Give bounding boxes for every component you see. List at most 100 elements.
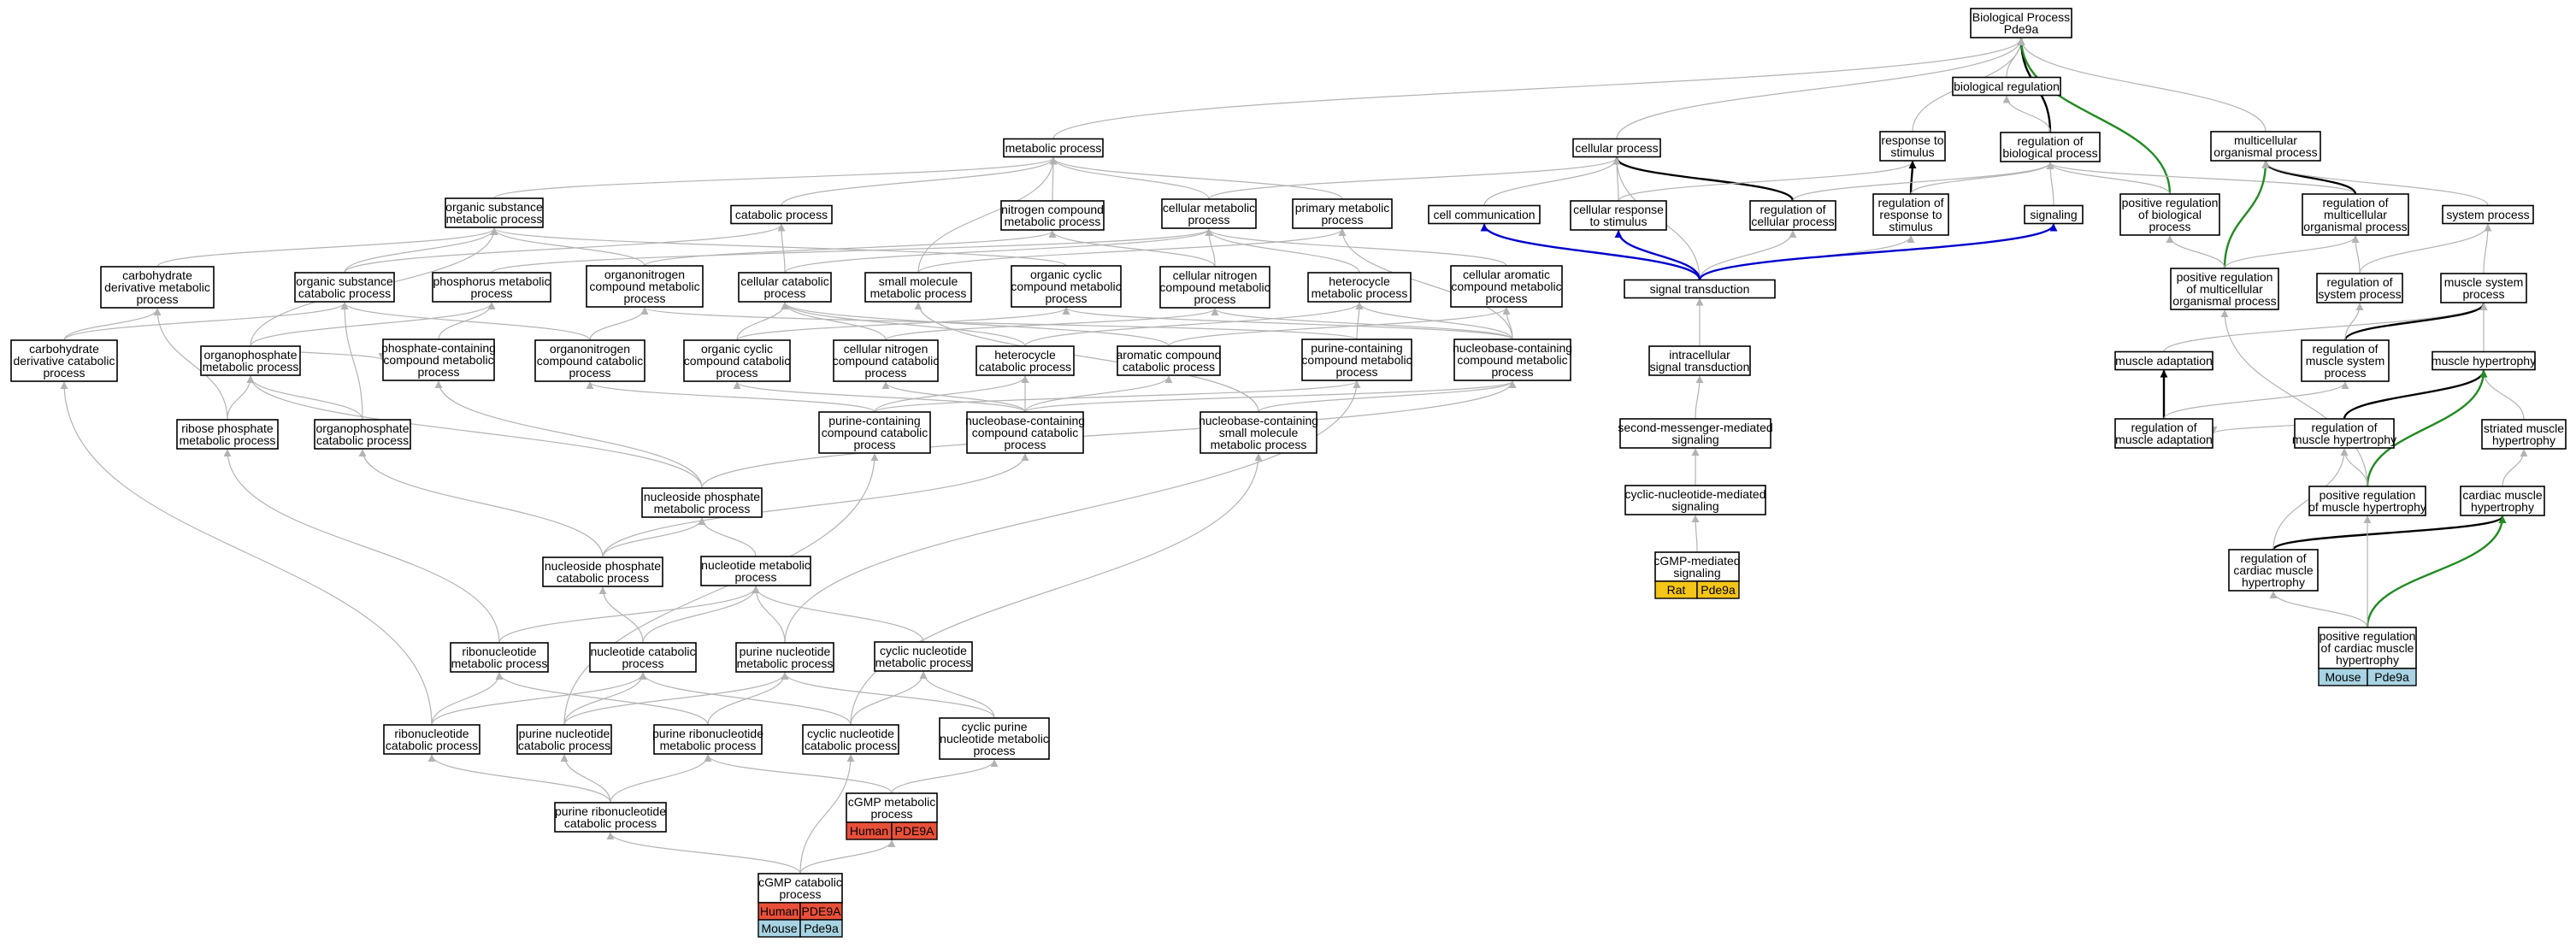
node-label-line: purine ribonucleotide: [555, 804, 666, 818]
node-box: [589, 642, 697, 673]
edge-nbcontcat-to-nbcont: [1024, 380, 1517, 413]
node-label-line: second-messenger-mediated: [1618, 421, 1772, 434]
edge-multicell-to-bp: [2017, 38, 2267, 132]
go-term-node-metab[interactable]: metabolic process: [1003, 138, 1104, 158]
go-term-node-cellproc[interactable]: cellular process: [1572, 138, 1661, 158]
edge-nucphoscat-to-nucphos: [602, 517, 706, 558]
go-term-node-sysproc[interactable]: system process: [2442, 204, 2534, 225]
go-term-node-muscleadapt[interactable]: muscle adaptation: [2114, 350, 2213, 371]
node-box: [2301, 339, 2390, 382]
go-term-node-musclehyp[interactable]: muscle hypertrophy: [2432, 350, 2536, 371]
node-label-line: compound catabolic: [833, 354, 940, 368]
go-term-node-bioreg[interactable]: biological regulation: [1952, 76, 2061, 97]
node-label-line: compound metabolic: [589, 280, 699, 293]
gene-tag-label: PDE9A: [802, 904, 842, 918]
edge-regcardiac-to-cardiachyp: [2272, 515, 2507, 551]
node-label-line: regulation of: [2131, 421, 2196, 434]
edge-nucmet-to-nucphos: [698, 517, 757, 557]
go-term-node-cellcomm[interactable]: cell communication: [1428, 204, 1541, 225]
go-term-node-catab[interactable]: catabolic process: [730, 204, 833, 225]
node-box: [10, 339, 118, 382]
node-label-line: process: [1485, 291, 1527, 305]
node-label-line: to stimulus: [1590, 215, 1648, 228]
edge-nbsmall-to-nbcont: [1258, 380, 1517, 413]
go-term-node-signaling[interactable]: signaling: [2024, 204, 2084, 225]
edge-cgmpmet-to-purribmet: [704, 754, 893, 794]
node-label-line: process: [1188, 213, 1229, 227]
go-term-node-sigtrans[interactable]: signal transduction: [1624, 279, 1776, 299]
node-label-line: cyclic nucleotide: [807, 727, 894, 740]
edge-catab-to-metab: [781, 156, 1058, 206]
